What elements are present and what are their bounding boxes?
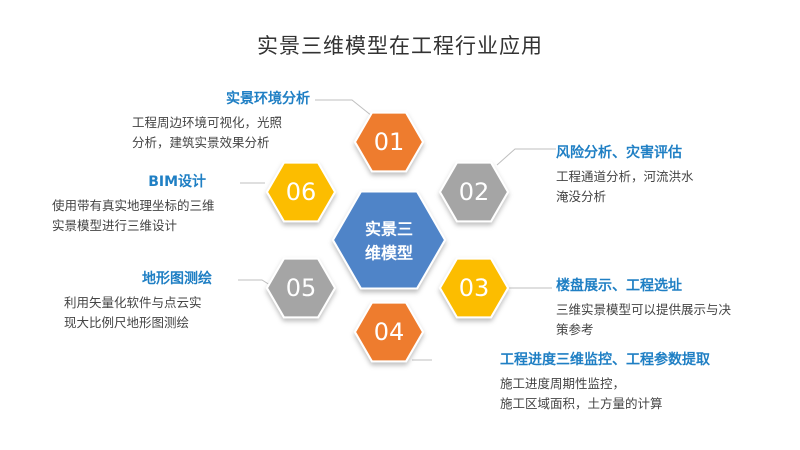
connector-line-01	[315, 99, 373, 117]
item-02: 风险分析、灾害评估 工程通道分析，河流洪水 淹没分析	[556, 144, 756, 207]
item-02-desc-line2: 淹没分析	[556, 189, 607, 204]
item-01-desc: 工程周边环境可视化，光照 分析，建筑实景效果分析	[120, 113, 310, 153]
hexagon-06	[265, 161, 337, 223]
hexagon-04	[353, 301, 425, 363]
item-05: 地形图测绘 利用矢量化软件与点云实 现大比例尺地形图测绘	[40, 270, 236, 333]
item-03-desc-line1: 三维实景模型可以提供展示与决	[556, 302, 732, 317]
hexagon-05	[265, 257, 337, 319]
item-06-desc: 使用带有真实地理坐标的三维 实景模型进行三维设计	[30, 196, 240, 236]
item-04-title: 工程进度三维监控、工程参数提取	[500, 352, 710, 368]
item-05-desc-line2: 现大比例尺地形图测绘	[64, 315, 190, 330]
hexagon-number-04: 04	[374, 318, 405, 346]
item-05-desc-line1: 利用矢量化软件与点云实	[64, 295, 202, 310]
hexagon-number-03: 03	[459, 274, 490, 302]
hexagon-number-06: 06	[286, 178, 317, 206]
item-06-title: BIM设计	[148, 174, 206, 190]
hexagon-number-01: 01	[374, 128, 405, 156]
item-03-title: 楼盘展示、工程选址	[556, 278, 682, 294]
item-03-desc: 三维实景模型可以提供展示与决 策参考	[556, 300, 776, 340]
connector-line-02	[496, 148, 556, 166]
item-04-desc-line2: 施工区域面积，土方量的计算	[500, 396, 663, 411]
item-05-desc: 利用矢量化软件与点云实 现大比例尺地形图测绘	[40, 293, 236, 333]
hexagon-group: 01 02 03 04 05 06 实景三维模型	[265, 111, 510, 363]
item-01-desc-line1: 工程周边环境可视化，光照	[132, 115, 283, 130]
item-01-title: 实景环境分析	[226, 91, 310, 107]
page-title: 实景三维模型在工程行业应用	[257, 34, 543, 58]
hexagon-02	[438, 161, 510, 223]
hexagon-number-05: 05	[286, 274, 317, 302]
center-label-line1: 实景三	[365, 220, 413, 239]
item-02-desc: 工程通道分析，河流洪水 淹没分析	[556, 167, 756, 207]
hexagon-01	[353, 111, 425, 173]
item-04-desc-line1: 施工进度周期性监控，	[500, 376, 626, 391]
item-01-desc-line2: 分析，建筑实景效果分析	[132, 135, 270, 150]
item-02-title: 风险分析、灾害评估	[556, 145, 682, 161]
item-06-desc-line1: 使用带有真实地理坐标的三维	[52, 198, 215, 213]
item-03-desc-line2: 策参考	[556, 322, 594, 337]
connector-lines	[238, 99, 556, 361]
item-04: 工程进度三维监控、工程参数提取 施工进度周期性监控， 施工区域面积，土方量的计算	[500, 351, 760, 414]
center-hexagon	[331, 190, 447, 290]
item-01: 实景环境分析 工程周边环境可视化，光照 分析，建筑实景效果分析	[120, 90, 310, 153]
hexagon-03	[438, 257, 510, 319]
connector-line-05	[238, 279, 271, 286]
hexagon-number-02: 02	[459, 178, 490, 206]
item-06: BIM设计 使用带有真实地理坐标的三维 实景模型进行三维设计	[30, 173, 240, 236]
item-04-desc: 施工进度周期性监控， 施工区域面积，土方量的计算	[500, 374, 760, 414]
center-label-line2: 维模型	[365, 244, 413, 263]
item-03: 楼盘展示、工程选址 三维实景模型可以提供展示与决 策参考	[556, 277, 776, 340]
item-06-desc-line2: 实景模型进行三维设计	[52, 218, 178, 233]
item-02-desc-line1: 工程通道分析，河流洪水	[556, 169, 694, 184]
item-05-title: 地形图测绘	[142, 271, 212, 287]
